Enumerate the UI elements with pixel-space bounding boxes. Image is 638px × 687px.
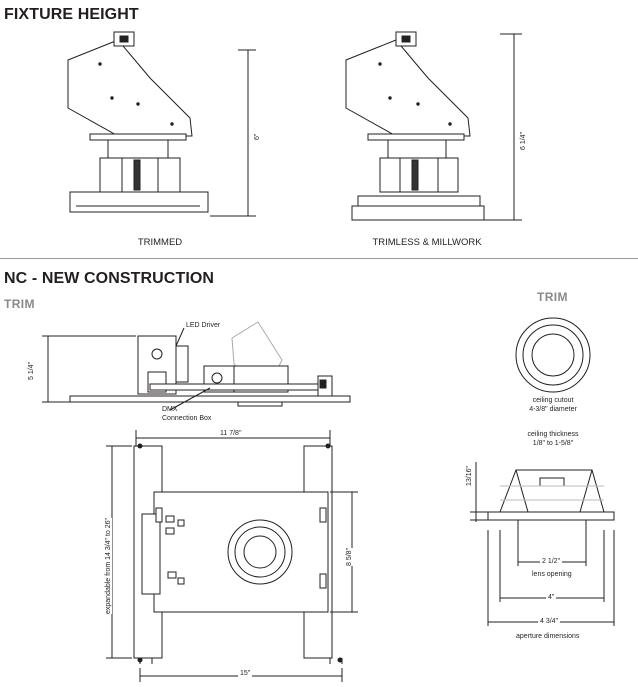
trim-height-label: 13/16" bbox=[466, 465, 473, 486]
fixture-height-title: FIXTURE HEIGHT bbox=[4, 6, 139, 23]
trimless-fixture-drawing bbox=[345, 31, 485, 221]
dmx-label-line1: DMX bbox=[162, 406, 178, 413]
trimmed-caption: TRIMMED bbox=[137, 237, 183, 248]
dmx-label-line2: Connection Box bbox=[162, 415, 212, 422]
aperture-value: 4 3/4" bbox=[538, 618, 561, 625]
trimmed-fixture-drawing bbox=[67, 31, 209, 213]
nc-depth-label: 8 5/8" bbox=[346, 547, 353, 566]
led-driver-label: LED Driver bbox=[186, 322, 221, 329]
thickness-line1: ceiling thickness bbox=[527, 431, 579, 438]
nc-bottom-width-label: 15" bbox=[238, 670, 253, 677]
nc-top-width-label: 11 7/8" bbox=[218, 430, 244, 437]
nc-expandable-label: expandable from 14 3/4" to 26" bbox=[105, 517, 112, 614]
aperture-label: aperture dimensions bbox=[516, 633, 580, 640]
nc-side-view-drawing bbox=[69, 321, 351, 411]
lens-label: lens opening bbox=[532, 571, 572, 578]
cutout-line1: ceiling cutout bbox=[532, 397, 574, 404]
trimless-height-label: 6 1/4" bbox=[520, 131, 527, 150]
section-divider bbox=[0, 258, 638, 259]
four-inch-label: 4" bbox=[546, 594, 557, 601]
nc-title: NC - NEW CONSTRUCTION bbox=[4, 270, 215, 287]
cutout-line2: 4-3/8" diameter bbox=[529, 406, 577, 413]
cutout-label: ceiling cutout 4-3/8" diameter bbox=[503, 396, 603, 414]
trimmed-height-label: 6" bbox=[254, 133, 261, 140]
trim-top-view-drawing bbox=[515, 317, 591, 393]
trim-section-drawing bbox=[487, 469, 615, 521]
lens-value: 2 1/2" bbox=[540, 558, 563, 565]
nc-right-subtitle: TRIM bbox=[537, 290, 568, 304]
nc-height-label: 5 1/4" bbox=[28, 361, 35, 380]
nc-left-subtitle: TRIM bbox=[4, 297, 35, 311]
nc-plan-view-drawing bbox=[133, 430, 343, 664]
thickness-line2: 1/8" to 1-5/8" bbox=[532, 440, 574, 447]
trimless-caption: TRIMLESS & MILLWORK bbox=[372, 237, 482, 248]
thickness-label: ceiling thickness 1/8" to 1-5/8" bbox=[503, 430, 603, 448]
